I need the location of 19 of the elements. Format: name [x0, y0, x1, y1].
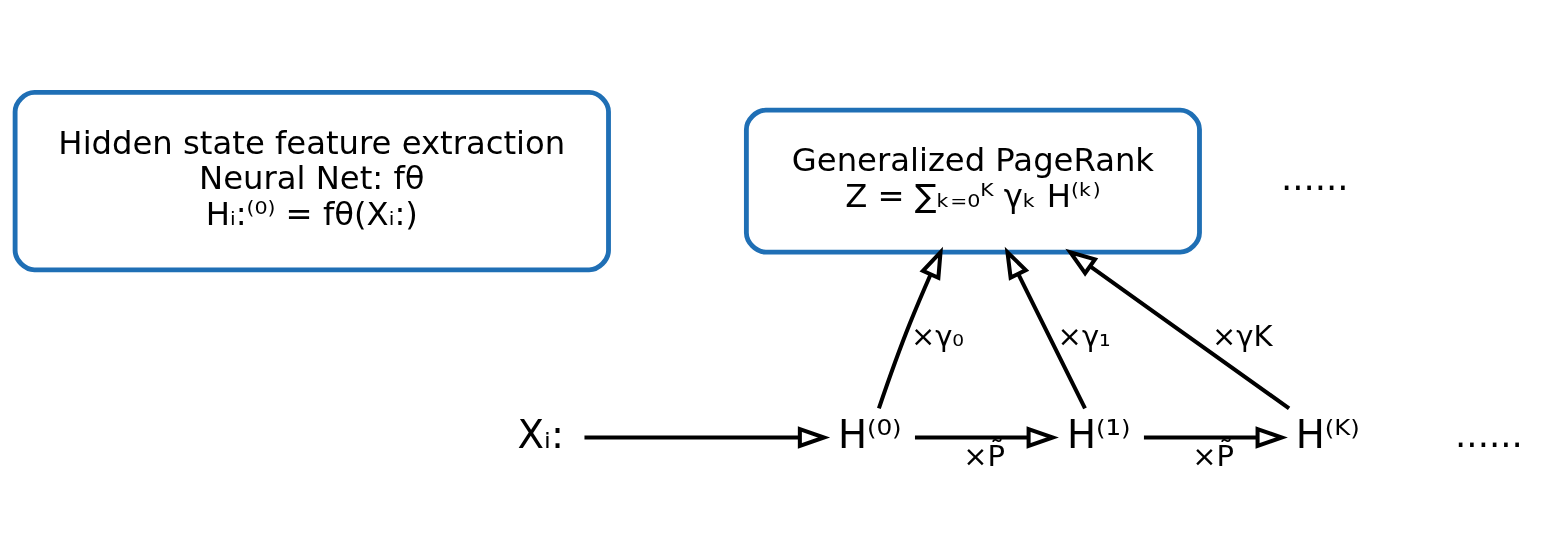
- arrow: [877, 246, 943, 409]
- arrow: [1143, 425, 1288, 449]
- edge-label: ×P̃: [963, 438, 1006, 473]
- label: ......: [1455, 413, 1523, 455]
- arrow: [584, 425, 831, 449]
- edge-label: ×γK: [1211, 318, 1273, 353]
- label: ......: [1280, 156, 1349, 198]
- arrow: [1065, 248, 1291, 410]
- node-text: H⁽¹⁾: [1066, 411, 1131, 457]
- node-text: H⁽ᴷ⁾: [1295, 411, 1360, 457]
- edge-label: ×P̃: [1192, 438, 1235, 473]
- node-text: Xᵢ:: [517, 411, 565, 457]
- node-box: Generalized PageRank Z = ∑ₖ₌₀ᴷ γₖ H⁽ᵏ⁾: [743, 107, 1202, 254]
- node-box: Hidden state feature extraction Neural Net: fθ Hᵢ:⁽⁰⁾ = fθ(Xᵢ:): [12, 89, 611, 272]
- edge-label: ×γ₁: [1057, 318, 1111, 353]
- node-text: H⁽⁰⁾: [837, 411, 902, 457]
- edge-label: ×γ₀: [910, 318, 965, 353]
- arrow: [914, 425, 1059, 449]
- arrow: [1004, 246, 1087, 409]
